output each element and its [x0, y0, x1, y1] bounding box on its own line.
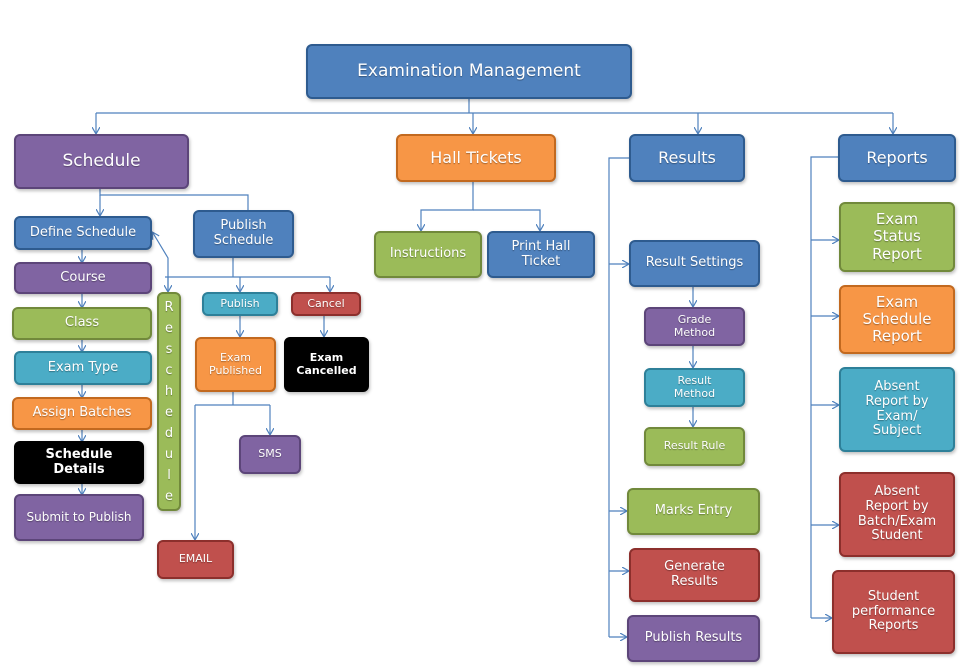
node-reports: Reports	[838, 134, 956, 182]
node-cancel: Cancel	[291, 292, 361, 316]
reschedule-letter: u	[164, 446, 174, 462]
edge-hall-print	[473, 209, 540, 230]
node-class: Class	[12, 307, 152, 340]
node-email: EMAIL	[157, 540, 234, 579]
node-results: Results	[629, 134, 745, 182]
node-publish-schedule: Publish Schedule	[193, 210, 294, 258]
edge-reports-spine	[810, 156, 838, 618]
edge-reschedule-define	[153, 233, 169, 291]
edge-hall-trunk	[421, 181, 474, 230]
node-grade-method: Grade Method	[644, 307, 745, 346]
node-schedule-details: Schedule Details	[14, 441, 144, 484]
reschedule-letter: d	[164, 425, 174, 441]
node-absent-report-exam-subject: Absent Report by Exam/ Subject	[839, 367, 955, 452]
node-publish-results: Publish Results	[627, 615, 760, 662]
reschedule-letter: e	[165, 488, 173, 504]
node-exam-type: Exam Type	[14, 351, 152, 385]
node-exam-status-report: Exam Status Report	[839, 202, 955, 272]
node-assign-batches: Assign Batches	[12, 397, 152, 430]
node-course: Course	[14, 262, 152, 294]
node-generate-results: Generate Results	[629, 548, 760, 602]
node-examination-management: Examination Management	[306, 44, 632, 99]
node-marks-entry: Marks Entry	[627, 488, 760, 535]
reschedule-letter: c	[165, 362, 173, 378]
reschedule-letter: h	[164, 383, 174, 399]
edge-results-spine	[608, 157, 629, 637]
reschedule-letter: l	[167, 467, 171, 483]
reschedule-letter: e	[165, 404, 173, 420]
node-student-performance-reports: Student performance Reports	[832, 570, 955, 654]
node-exam-published: Exam Published	[195, 337, 276, 392]
node-result-method: Result Method	[644, 368, 745, 407]
node-hall-tickets: Hall Tickets	[396, 134, 556, 182]
reschedule-letter: R	[164, 299, 174, 315]
node-define-schedule: Define Schedule	[14, 216, 152, 250]
reschedule-letter: e	[165, 320, 173, 336]
edge-schedule-trunk	[99, 188, 249, 210]
reschedule-letter: s	[165, 341, 173, 357]
node-sms: SMS	[239, 435, 301, 474]
node-absent-report-batch-exam-student: Absent Report by Batch/Exam Student	[839, 472, 955, 557]
node-publish: Publish	[202, 292, 278, 316]
node-result-rule: Result Rule	[644, 427, 745, 466]
node-print-hall-ticket: Print Hall Ticket	[487, 231, 595, 278]
node-result-settings: Result Settings	[629, 240, 760, 287]
node-instructions: Instructions	[374, 231, 482, 278]
node-schedule: Schedule	[14, 134, 189, 189]
node-exam-schedule-report: Exam Schedule Report	[839, 285, 955, 354]
node-exam-cancelled: Exam Cancelled	[284, 337, 369, 392]
node-submit-to-publish: Submit to Publish	[14, 494, 144, 541]
